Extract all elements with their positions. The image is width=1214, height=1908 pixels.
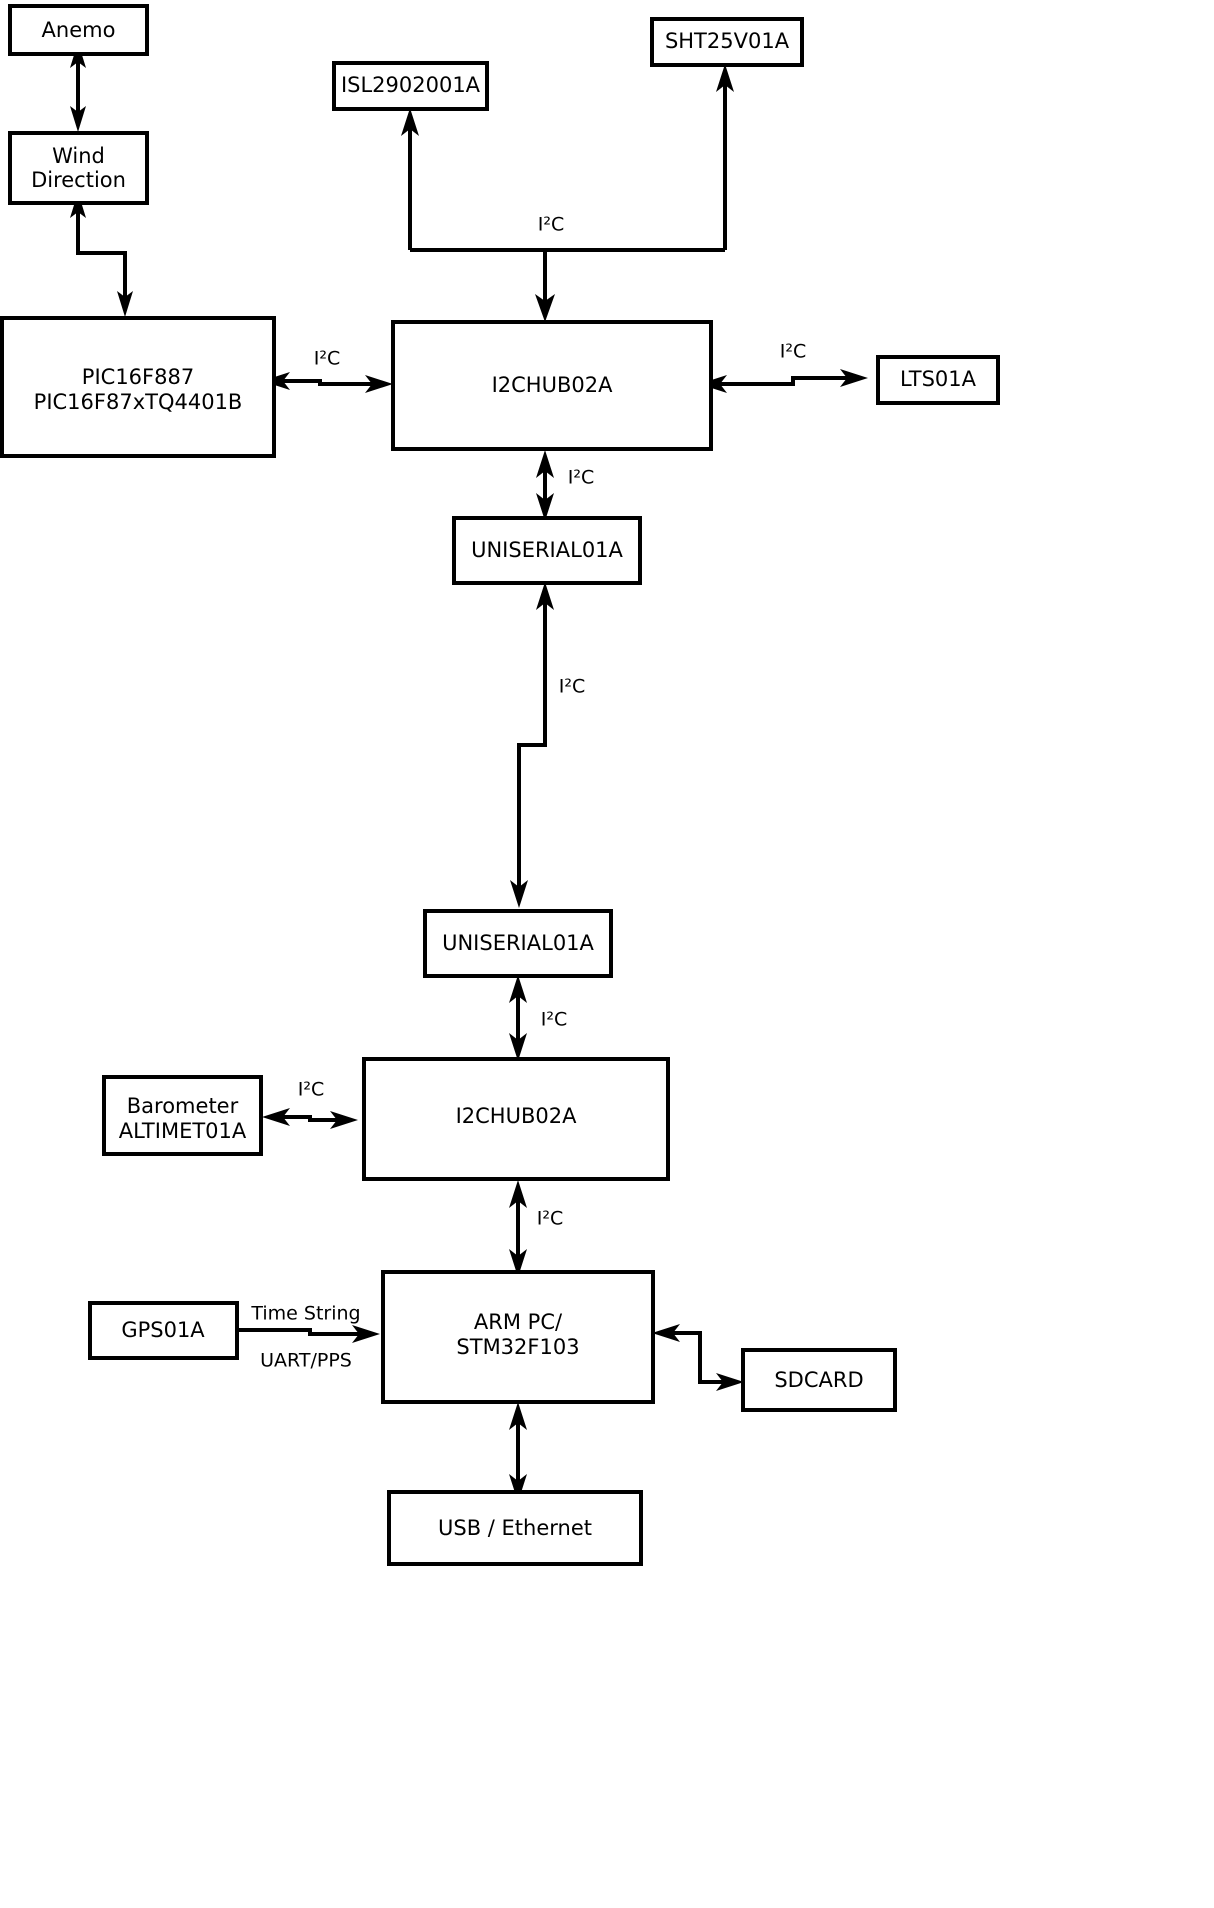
block-uniserial01a-top[interactable]: UNISERIAL01A	[452, 516, 642, 585]
block-label-uniserial-bot: UNISERIAL01A	[442, 931, 594, 955]
block-label-gps: GPS01A	[121, 1318, 205, 1342]
connection-hub-top-lts	[699, 369, 868, 393]
block-wind-direction[interactable]: Wind Direction	[8, 131, 149, 205]
block-label-pic-line2: PIC16F87xTQ4401B	[34, 390, 243, 414]
block-label-anemo: Anemo	[42, 18, 116, 42]
block-anemo[interactable]: Anemo	[8, 4, 149, 56]
block-isl2902001a[interactable]: ISL2902001A	[332, 61, 489, 111]
connection-uniserial-bot-hub-bot	[509, 975, 527, 1061]
edge-label-top-i2c-bus: I²C	[538, 214, 565, 236]
connection-barometer-hub-bot	[262, 1108, 358, 1129]
block-label-pic-line1: PIC16F887	[82, 365, 194, 389]
block-label-barometer-line1: Barometer	[127, 1094, 239, 1118]
block-label-sdcard: SDCARD	[774, 1368, 863, 1392]
block-label-lts: LTS01A	[900, 367, 977, 391]
block-label-armpc-line2: STM32F103	[456, 1335, 579, 1359]
block-label-barometer-line2: ALTIMET01A	[119, 1119, 247, 1143]
block-label-wind-line2: Direction	[31, 168, 126, 192]
block-usb-ethernet[interactable]: USB / Ethernet	[387, 1490, 643, 1566]
block-label-hub-top: I2CHUB02A	[492, 373, 614, 397]
edge-label-pic-hub-i2c: I²C	[314, 348, 341, 370]
connection-hub-top-uniserial-top	[536, 450, 554, 521]
block-label-armpc-line1: ARM PC/	[474, 1310, 563, 1334]
block-i2chub02a-bottom[interactable]: I2CHUB02A	[362, 1057, 670, 1181]
block-label-usb: USB / Ethernet	[438, 1516, 592, 1540]
connection-armpc-usb	[509, 1402, 527, 1502]
connection-armpc-sdcard	[652, 1324, 744, 1391]
edge-label-gps-time-string: Time String	[250, 1303, 360, 1325]
block-sdcard[interactable]: SDCARD	[741, 1348, 897, 1412]
edge-label-hub-uniserial-i2c: I²C	[568, 467, 595, 489]
block-label-sht: SHT25V01A	[665, 29, 790, 53]
block-arm-pc[interactable]: ARM PC/ STM32F103	[381, 1270, 655, 1404]
connection-hub-bot-armpc	[509, 1180, 527, 1277]
connection-top-i2c-bus	[401, 64, 734, 322]
connection-pic-wind	[70, 192, 133, 317]
block-label-uniserial-top: UNISERIAL01A	[471, 538, 623, 562]
edge-label-hub-armpc-i2c: I²C	[537, 1208, 564, 1230]
block-pic[interactable]: PIC16F887 PIC16F87xTQ4401B	[0, 316, 276, 458]
connection-uniserial-link	[510, 582, 554, 908]
block-label-isl: ISL2902001A	[341, 73, 481, 97]
edge-label-hub-lts-i2c: I²C	[780, 341, 807, 363]
block-gps01a[interactable]: GPS01A	[88, 1301, 239, 1360]
connection-pic-hub-top	[262, 372, 393, 393]
block-label-hub-bot: I2CHUB02A	[456, 1104, 578, 1128]
edge-label-barometer-hub-i2c: I²C	[298, 1079, 325, 1101]
block-label-wind-line1: Wind	[52, 144, 105, 168]
block-i2chub02a-top[interactable]: I2CHUB02A	[391, 320, 713, 451]
edge-label-gps-uart-pps: UART/PPS	[260, 1350, 352, 1372]
edge-label-uniserial-hub-bot-i2c: I²C	[541, 1009, 568, 1031]
block-uniserial01a-bottom[interactable]: UNISERIAL01A	[423, 909, 613, 978]
block-sht25v01a[interactable]: SHT25V01A	[650, 17, 804, 67]
connection-gps-armpc	[238, 1325, 380, 1343]
edge-label-uniserial-link-i2c: I²C	[559, 676, 586, 698]
block-lts01a[interactable]: LTS01A	[876, 355, 1000, 405]
block-barometer[interactable]: Barometer ALTIMET01A	[102, 1075, 263, 1156]
